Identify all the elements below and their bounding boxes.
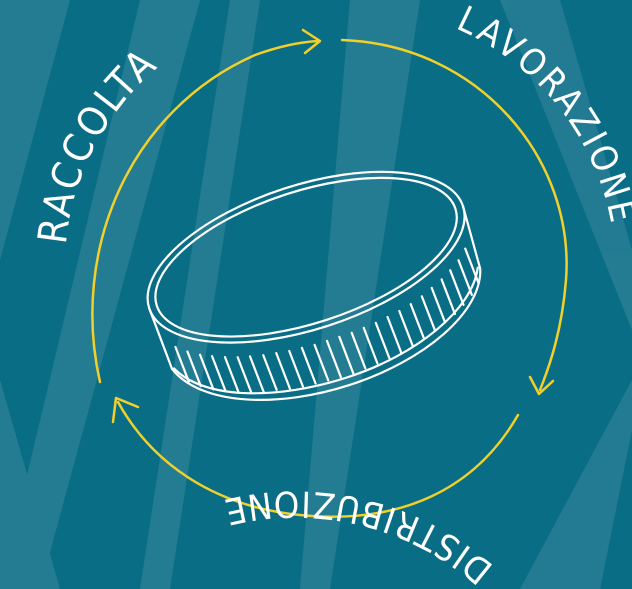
cycle-arrows-icon xyxy=(91,28,568,518)
cap-side xyxy=(148,205,482,401)
bottle-cap-icon xyxy=(146,170,482,401)
arrowhead-top xyxy=(301,28,322,55)
arrow-lavorazione-to-distribuzione xyxy=(340,38,568,392)
arrowhead-left xyxy=(111,396,140,424)
cap-top-inner xyxy=(154,176,458,338)
arrow-raccolta-to-lavorazione xyxy=(91,39,320,384)
arrowhead-right xyxy=(528,375,555,396)
arrow-distribuzione-to-raccolta xyxy=(116,400,520,518)
label-distribuzione: DISTRIBUZIONE xyxy=(218,482,500,589)
cap-ridges xyxy=(174,247,480,394)
